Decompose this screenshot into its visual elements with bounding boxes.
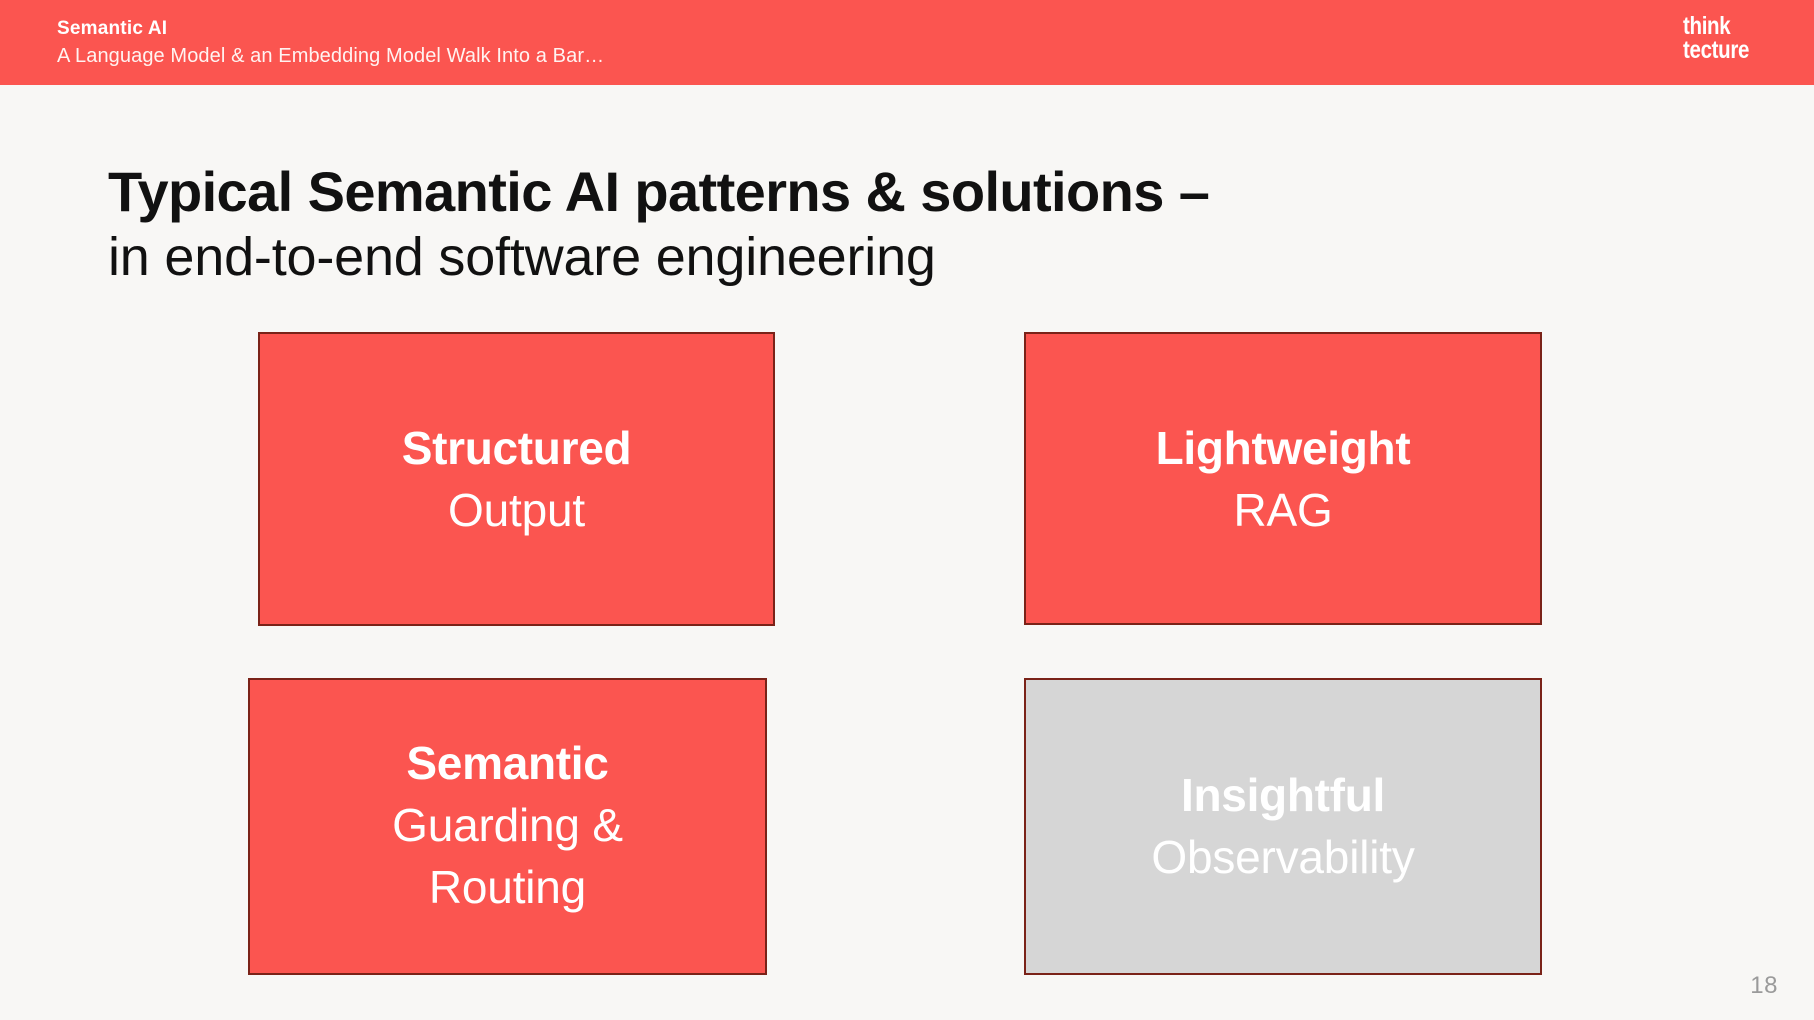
header-band: Semantic AI A Language Model & an Embedd… (0, 0, 1814, 85)
card-subtitle-line: Guarding & (392, 798, 623, 851)
card-insightful-observability[interactable]: Insightful Observability (1024, 678, 1542, 975)
page-title: Typical Semantic AI patterns & solutions… (108, 160, 1608, 290)
page-number: 18 (1750, 972, 1778, 999)
thinktecture-logo: think tecture (1683, 12, 1750, 64)
card-subtitle-line: Observability (1151, 830, 1415, 883)
card-body: Semantic Guarding & Routing (392, 732, 623, 918)
logo-line-think: think (1683, 12, 1731, 40)
card-subtitle-line: Output (448, 484, 585, 536)
card-subtitle-line: Routing (428, 860, 587, 913)
card-semantic-guarding-routing[interactable]: Semantic Guarding & Routing (248, 678, 767, 975)
card-body: Insightful Observability (1151, 764, 1414, 888)
header-subtitle: A Language Model & an Embedding Model Wa… (57, 45, 605, 67)
card-body: Structured Output (402, 417, 632, 541)
card-subtitle-line: RAG (1233, 483, 1333, 536)
card-title-bold: Structured (401, 422, 632, 474)
page-title-line-2: in end-to-end software engineering (108, 227, 936, 287)
card-title-bold: Semantic (406, 736, 609, 789)
card-lightweight-rag[interactable]: Lightweight RAG (1024, 332, 1542, 625)
logo-line-tecture: tecture (1683, 36, 1750, 64)
card-structured-output[interactable]: Structured Output (258, 332, 775, 626)
card-title-bold: Insightful (1181, 768, 1385, 821)
card-body: Lightweight RAG (1156, 417, 1411, 541)
header-text-group: Semantic AI A Language Model & an Embedd… (57, 17, 604, 71)
header-title: Semantic AI (57, 18, 168, 39)
page-title-line-1: Typical Semantic AI patterns & solutions… (108, 160, 1210, 223)
card-title-bold: Lightweight (1155, 421, 1411, 474)
